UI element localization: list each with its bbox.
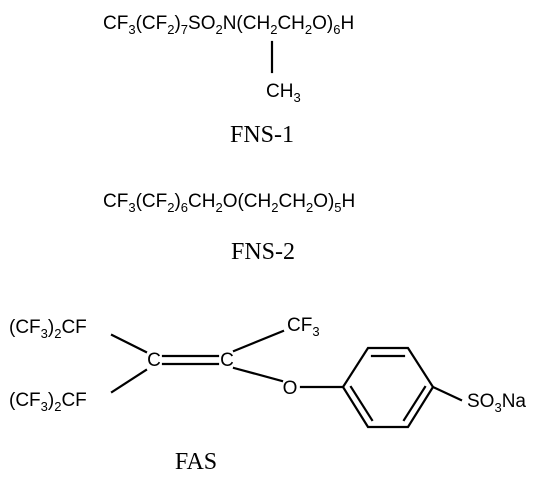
fas-ring-double-bond-left bbox=[349, 385, 374, 422]
fas-bond-lower-cf bbox=[110, 368, 148, 394]
fas-bond-to-cf3 bbox=[232, 329, 285, 353]
fas-bond-ring-sulfonate bbox=[431, 385, 463, 402]
fas-bond-to-oxygen bbox=[232, 366, 284, 383]
fas-carbon-left: C bbox=[147, 350, 161, 371]
fas-bond-upper-cf bbox=[110, 333, 148, 354]
fns1-structure: CF3(CF2)7SO2N(CH2CH2O)6H CH3 FNS-1 bbox=[103, 13, 354, 148]
fns2-formula: CF3(CF2)6CH2O(CH2CH2O)5H bbox=[103, 191, 355, 215]
fns2-structure: CF3(CF2)6CH2O(CH2CH2O)5H FNS-2 bbox=[103, 191, 355, 265]
fas-benzene-ring bbox=[341, 346, 435, 429]
fas-name: FAS bbox=[175, 449, 217, 475]
fas-sulfonate-group: SO3Na bbox=[467, 391, 526, 415]
fns1-formula: CF3(CF2)7SO2N(CH2CH2O)6H bbox=[103, 13, 354, 37]
fns2-name: FNS-2 bbox=[231, 239, 295, 265]
fas-bottom-left-group: (CF3)2CF bbox=[9, 390, 87, 414]
fas-top-right-group: CF3 bbox=[287, 315, 320, 339]
fas-ether-oxygen: O bbox=[283, 378, 298, 399]
fas-ring-double-bond-right bbox=[402, 385, 427, 422]
fas-top-left-group: (CF3)2CF bbox=[9, 317, 87, 341]
fas-structure: (CF3)2CF (CF3)2CF CF3 C C O SO3Na FAS bbox=[9, 315, 526, 475]
fns1-name: FNS-1 bbox=[230, 122, 294, 148]
fas-carbon-right: C bbox=[220, 350, 234, 371]
fns1-methyl-group: CH3 bbox=[266, 81, 301, 105]
